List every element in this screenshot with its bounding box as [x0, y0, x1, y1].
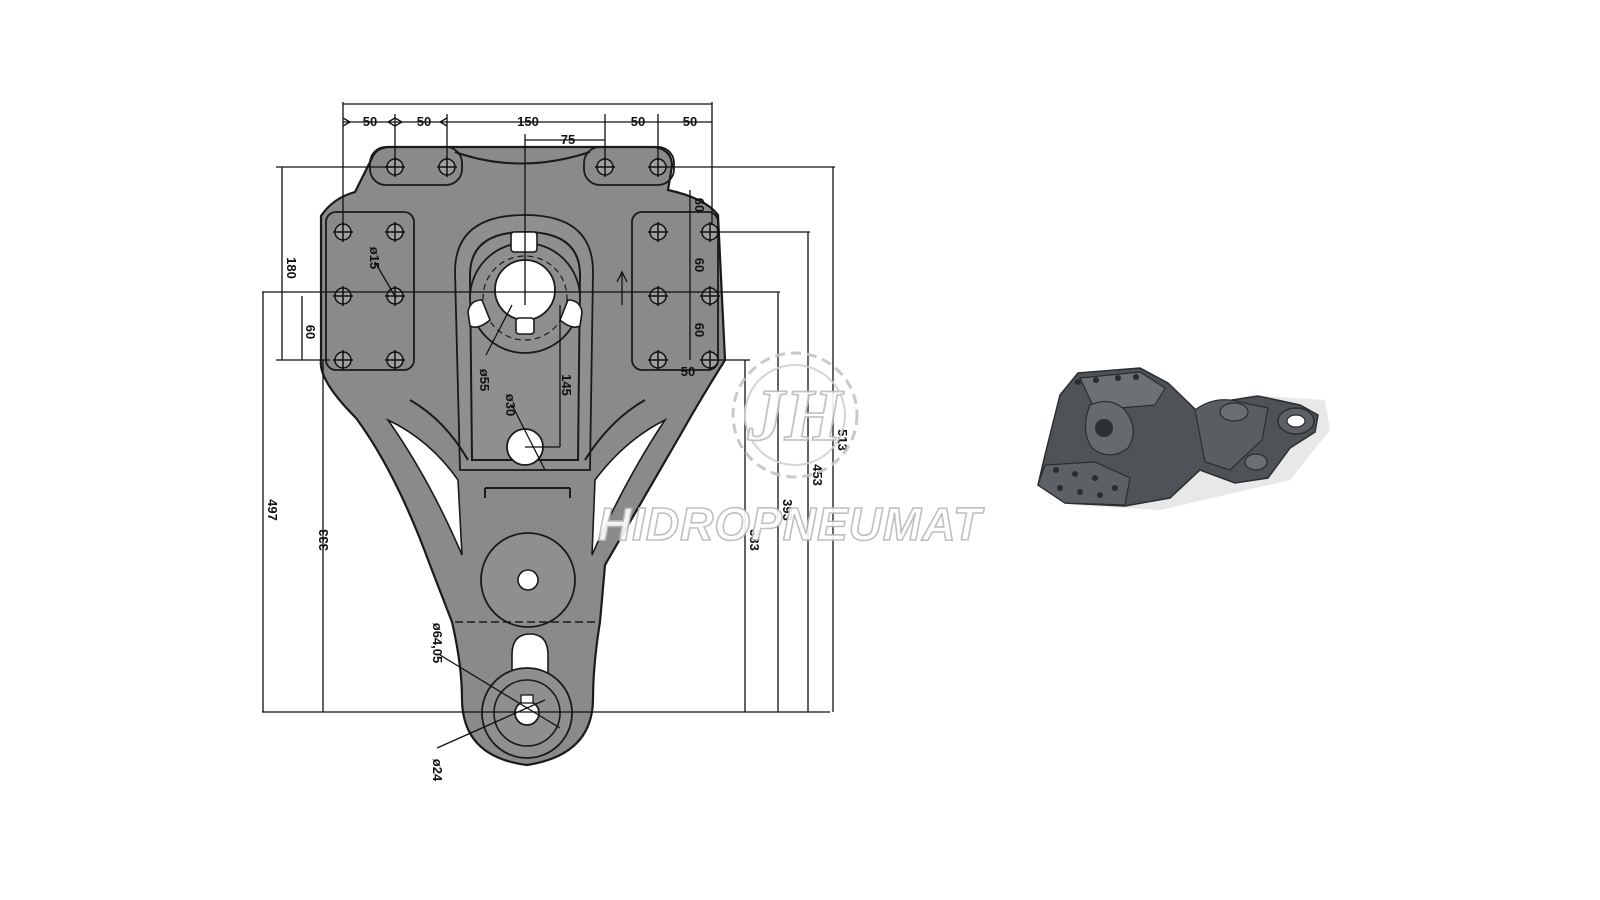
watermark: JH HIDROPNEUMAT — [597, 351, 985, 551]
dim-right-60-a: 60 — [692, 198, 707, 212]
bolt-hole — [437, 157, 457, 177]
bolt-hole — [333, 222, 353, 242]
dim-left-333: 333 — [316, 529, 331, 551]
bolt-hole — [648, 157, 668, 177]
dim-d24: ø24 — [430, 759, 445, 782]
dim-top-5: 50 — [683, 114, 697, 129]
watermark-brand: HIDROPNEUMAT — [598, 498, 985, 550]
dim-left-60: 60 — [303, 325, 318, 339]
dim-top-3: 150 — [517, 114, 539, 129]
bolt-hole — [648, 350, 668, 370]
dim-v145: 145 — [559, 374, 574, 396]
bolt-hole — [333, 350, 353, 370]
dim-right-60-c: 60 — [692, 323, 707, 337]
watermark-logo-text: JH — [747, 375, 845, 457]
bolt-hole — [385, 222, 405, 242]
dim-d15: ø15 — [367, 247, 382, 269]
dim-right-333: 333 — [747, 529, 762, 551]
dim-top-2: 50 — [417, 114, 431, 129]
dim-left-180: 180 — [284, 257, 299, 279]
bolt-hole — [648, 222, 668, 242]
part-outline — [319, 145, 727, 767]
dim-top-4: 50 — [631, 114, 645, 129]
dim-right-453: 453 — [810, 464, 825, 486]
dim-right-393: 393 — [780, 499, 795, 521]
part-photo — [1037, 367, 1330, 510]
watermark-gear-logo: JH — [731, 351, 859, 479]
dim-top-1: 50 — [363, 114, 377, 129]
dim-d64: ø64,05 — [430, 623, 445, 663]
dim-d30: ø30 — [503, 394, 518, 416]
dim-right-50: 50 — [681, 364, 695, 379]
dim-top-offset: 75 — [561, 132, 575, 147]
dim-right-513: 513 — [835, 429, 850, 451]
dim-d55: ø55 — [477, 369, 492, 391]
bolt-hole — [700, 350, 720, 370]
bolt-hole — [385, 350, 405, 370]
dim-right-60-b: 60 — [692, 258, 707, 272]
dimension-lines — [262, 102, 835, 749]
dim-left-497: 497 — [265, 499, 280, 521]
